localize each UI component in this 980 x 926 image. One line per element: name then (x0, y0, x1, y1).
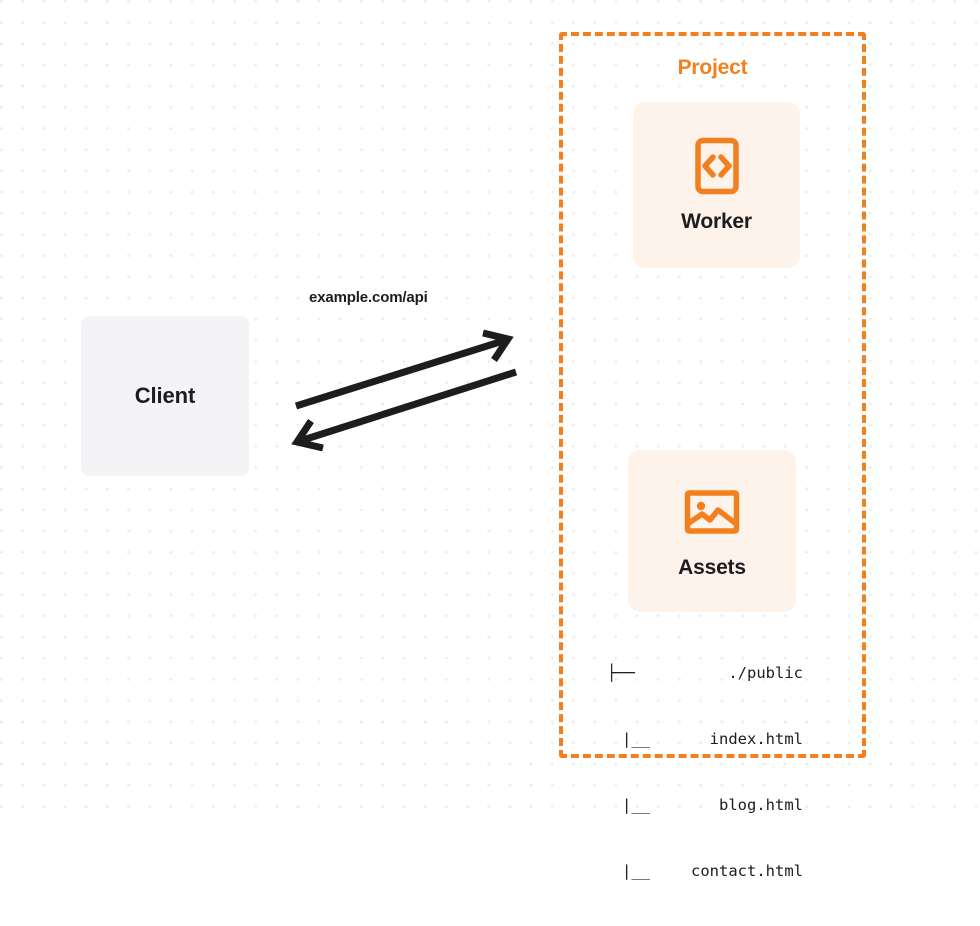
tree-item-name: contact.html (691, 862, 803, 880)
project-title: Project (671, 57, 754, 79)
file-tree-row: |__ index.html (607, 728, 803, 750)
tree-item-name: blog.html (719, 796, 803, 814)
request-arrow-head (482, 329, 514, 362)
file-tree-row: ├── ./public (607, 662, 803, 684)
request-arrow-line (294, 337, 505, 410)
file-tree-row: |__ contact.html (607, 860, 803, 882)
code-brackets-icon (694, 137, 739, 195)
tree-branch-glyph: |__ (622, 730, 650, 748)
tree-item-name: ./public (728, 664, 803, 682)
client-label: Client (134, 383, 196, 408)
tree-branch-glyph: |__ (622, 862, 650, 880)
worker-card: Worker (633, 102, 800, 268)
tree-item-name: index.html (709, 730, 803, 748)
file-tree-row: |__ blog.html (607, 794, 803, 816)
project-container: Project (559, 32, 866, 758)
diagram-canvas: Client example.com/api Project Worker (0, 0, 980, 880)
response-arrow-line (301, 368, 518, 444)
assets-card: Assets (628, 450, 796, 612)
connection-label: example.com/api (309, 289, 428, 306)
response-arrow-head (291, 419, 324, 452)
tree-branch-glyph: ├── (607, 664, 635, 682)
assets-label: Assets (678, 556, 746, 579)
image-icon (684, 490, 740, 534)
tree-branch-glyph: |__ (622, 796, 650, 814)
client-node: Client (81, 316, 249, 476)
worker-label: Worker (681, 210, 752, 233)
assets-file-tree: ├── ./public |__ index.html |__ blog.htm… (607, 618, 803, 926)
